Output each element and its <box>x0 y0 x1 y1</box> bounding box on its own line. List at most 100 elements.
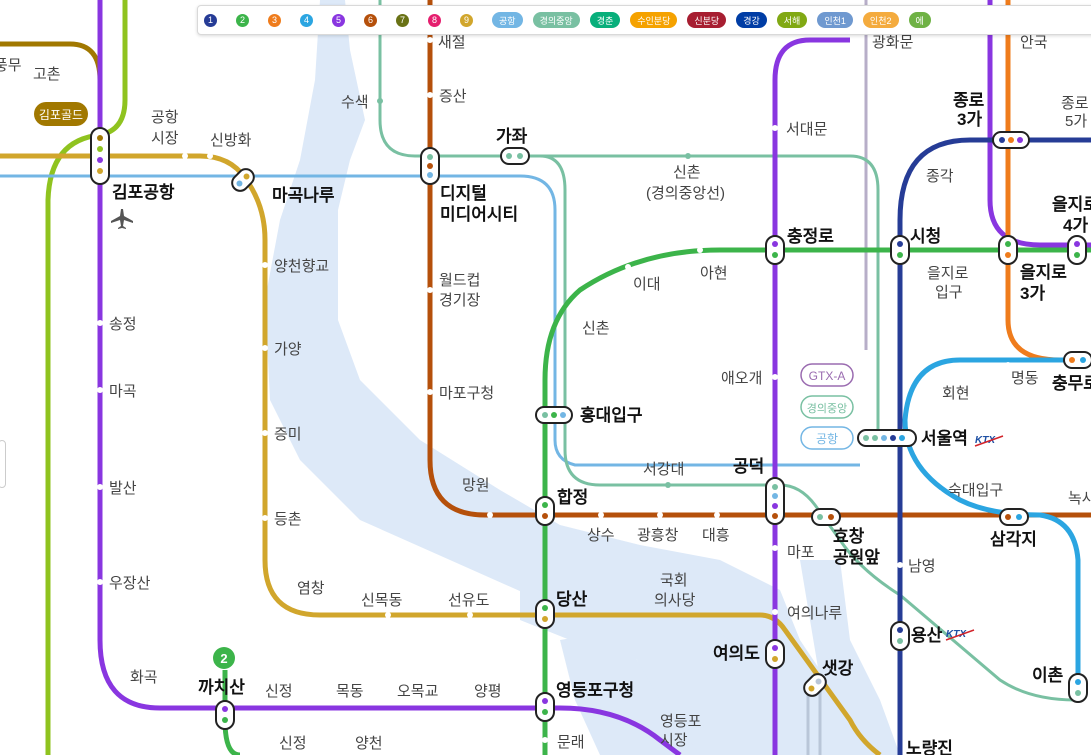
label-jongno5-1: 종로 <box>1061 95 1089 112</box>
label-ydp-market-1: 영등포 <box>660 713 702 730</box>
label-yeomchang: 염창 <box>297 580 325 597</box>
label-seonyudo: 선유도 <box>448 592 490 609</box>
line-filter-chip[interactable]: 공항 <box>492 12 523 28</box>
station-gajwa-marker <box>500 147 530 165</box>
label-magoknaru: 마곡나루 <box>272 186 335 205</box>
label-jongno3-1: 종로 <box>953 91 985 110</box>
label-noryangjin: 노량진 <box>906 739 953 755</box>
label-sinbanghwa: 신방화 <box>210 132 252 149</box>
line-filter-chip[interactable]: 경춘 <box>589 12 621 28</box>
label-hyochang-2: 공원앞 <box>833 548 880 567</box>
label-ydp-gucheong: 영등포구청 <box>556 680 634 700</box>
label-seogangdae: 서강대 <box>643 461 684 478</box>
station-jongno3-marker <box>992 131 1030 149</box>
station-gimpo-airport-marker <box>90 127 110 185</box>
label-myeongdong: 명동 <box>1011 370 1039 387</box>
line-filter-chip[interactable]: 인천1 <box>817 12 853 28</box>
line-filter-chip[interactable]: 9 <box>460 13 473 27</box>
label-saetgang: 샛강 <box>822 659 854 678</box>
line-filter-chip[interactable]: 2 <box>236 13 249 27</box>
line-filter-chip[interactable]: 4 <box>300 13 313 27</box>
gimpo-gold-badge[interactable]: 김포골드 <box>34 102 88 126</box>
label-magok: 마곡 <box>109 383 137 400</box>
line-filter-chip[interactable]: 8 <box>428 13 441 27</box>
label-jongno5-2: 5가 <box>1065 113 1087 130</box>
station-gongdeok-marker <box>765 477 785 525</box>
label-balsan: 발산 <box>109 480 137 497</box>
label-yeouinaru: 여의나루 <box>787 605 842 622</box>
line-filter-chip[interactable]: 서해 <box>776 12 808 28</box>
label-gwangheungchang: 광흥창 <box>637 526 679 544</box>
label-anguk: 안국 <box>1020 34 1048 51</box>
line-filter-chip[interactable]: 6 <box>364 13 377 27</box>
label-airport-market-1: 공항 <box>151 109 179 126</box>
line2-marker-label: 2 <box>220 651 227 666</box>
label-euljiro4-2: 4가 <box>1063 216 1088 235</box>
gimpo-gold-badge-label: 김포골드 <box>39 108 83 122</box>
line-filter-chip[interactable]: 7 <box>396 13 409 27</box>
line-filter-chip[interactable]: 수인분당 <box>630 12 678 28</box>
label-sinchon-gy-2: (경의중앙선) <box>646 185 725 202</box>
label-aeogae: 애오개 <box>721 370 762 387</box>
label-euljiro-entrance-2: 입구 <box>935 284 963 301</box>
label-susaek: 수색 <box>341 94 369 111</box>
line-filter-chip[interactable]: 경의중앙 <box>532 12 580 28</box>
label-airport-market-2: 시장 <box>151 130 179 147</box>
station-yongsan-marker <box>890 621 910 651</box>
label-gongdeok: 공덕 <box>733 457 764 476</box>
label-sinmokdong: 신목동 <box>361 592 403 609</box>
label-sinchon-gy-1: 신촌 <box>673 164 701 181</box>
station-ydp-gucheong-marker <box>535 692 555 722</box>
station-kkachisan-marker <box>215 700 235 730</box>
label-seodaemun: 서대문 <box>786 121 828 138</box>
line1 <box>897 137 1091 755</box>
line2-marker[interactable]: 2 <box>213 647 235 669</box>
label-hapjeong: 합정 <box>557 487 588 507</box>
label-pungmu: 풍무 <box>0 57 22 74</box>
label-sinchon: 신촌 <box>582 320 610 337</box>
line-filter-chip[interactable]: 에 <box>908 12 931 28</box>
label-ujangsan: 우장산 <box>109 575 151 592</box>
label-chungmuro: 충무로 <box>1052 374 1091 393</box>
label-namyeong: 남영 <box>908 558 936 575</box>
label-jonggak: 종각 <box>926 168 954 185</box>
line-filter-chip[interactable]: 인천2 <box>862 12 899 28</box>
label-yangcheon-hyanggyo: 양천향교 <box>274 258 329 275</box>
airplane-icon <box>111 209 133 229</box>
label-yeouido: 여의도 <box>713 644 760 663</box>
line2 <box>542 247 1091 755</box>
label-yangcheon-bottom: 양천 <box>355 735 383 752</box>
line-filter-chip[interactable]: 신분당 <box>687 12 727 28</box>
label-yangpyeong: 양평 <box>474 683 502 700</box>
label-ichon: 이촌 <box>1032 666 1064 685</box>
seoul-station-badges: GTX-A 경의중앙 공항 <box>800 363 854 450</box>
station-hyochang-marker <box>811 508 841 526</box>
station-seoul-marker <box>857 429 917 447</box>
line5-east <box>772 37 850 755</box>
line-filter-chip[interactable]: 경강 <box>736 12 767 28</box>
transfer-stations[interactable] <box>90 127 1091 730</box>
label-ahyeon: 아현 <box>700 265 728 282</box>
line-filter-chip[interactable]: 5 <box>332 13 345 27</box>
gyeongui-badge: 경의중앙 <box>807 402 847 415</box>
side-panel-handle[interactable] <box>0 440 6 488</box>
label-gimpo-airport: 김포공항 <box>112 182 175 202</box>
label-gwanghwamun: 광화문 <box>872 34 914 51</box>
station-dmc-marker <box>420 147 440 185</box>
station-yeouido-marker <box>765 639 785 669</box>
line-filter-bar: 1 2 3 4 5 6 7 8 9 공항 경의중앙 경춘 수인분당 신분당 경강 서해 인천1 인천2 에 <box>197 5 1091 35</box>
line-filter-chip[interactable]: 1 <box>204 13 217 27</box>
station-magoknaru-marker <box>231 168 255 192</box>
label-dangsan: 당산 <box>556 590 588 609</box>
label-mangwon: 망원 <box>462 477 490 494</box>
label-jeungmi: 증미 <box>274 426 302 443</box>
line3 <box>1005 0 1091 363</box>
station-dangsan-marker <box>535 599 555 629</box>
label-jongno3-2: 3가 <box>957 110 982 129</box>
line-filter-chip[interactable]: 3 <box>268 13 281 27</box>
label-sinjeong: 신정 <box>265 683 293 700</box>
label-sangsu: 상수 <box>587 527 615 544</box>
line4 <box>902 357 1091 700</box>
label-gajwa: 가좌 <box>496 127 528 146</box>
